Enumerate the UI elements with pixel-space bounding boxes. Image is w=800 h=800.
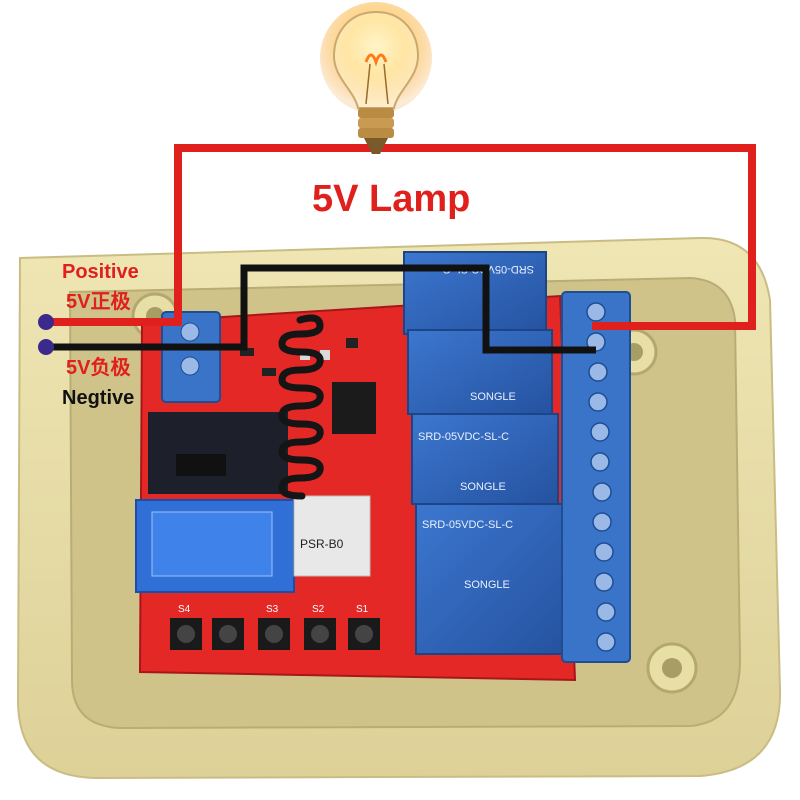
module-label: PSR-B0 bbox=[300, 537, 344, 551]
relay-1: SRD-05VDC-SL-C bbox=[403, 251, 547, 335]
svg-text:S2: S2 bbox=[312, 604, 325, 615]
output-terminal-strip bbox=[561, 291, 631, 663]
light-bulb-icon bbox=[320, 2, 432, 154]
relay-3: SRD-05VDC-SL-C SONGLE bbox=[411, 413, 559, 505]
button-row: S4 S3 S2 S1 bbox=[170, 604, 380, 650]
positive-label: Positive bbox=[62, 261, 139, 283]
button-s3: S3 bbox=[258, 604, 290, 650]
positive-terminal-dot bbox=[38, 314, 54, 330]
lamp-title: 5V Lamp bbox=[312, 178, 471, 220]
button-s3-left bbox=[212, 618, 244, 650]
svg-text:S3: S3 bbox=[266, 604, 279, 615]
svg-text:SONGLE: SONGLE bbox=[460, 481, 506, 493]
button-s4: S4 bbox=[170, 604, 202, 650]
svg-text:SONGLE: SONGLE bbox=[464, 579, 510, 591]
button-s2: S2 bbox=[304, 604, 336, 650]
svg-text:S4: S4 bbox=[178, 604, 191, 615]
svg-text:SRD-05VDC-SL-C: SRD-05VDC-SL-C bbox=[422, 519, 513, 531]
positive-sub-label: 5V正极 bbox=[66, 291, 131, 313]
negative-terminal-dot bbox=[38, 339, 54, 355]
svg-text:SONGLE: SONGLE bbox=[470, 391, 516, 403]
negative-sub-label: 5V负极 bbox=[66, 357, 131, 379]
negative-wire bbox=[46, 264, 596, 354]
svg-text:S1: S1 bbox=[356, 604, 369, 615]
negative-label: Negtive bbox=[62, 387, 135, 409]
ic-chip bbox=[332, 382, 376, 434]
positive-wire bbox=[46, 144, 756, 330]
spring-antenna bbox=[278, 314, 324, 500]
button-s1: S1 bbox=[348, 604, 380, 650]
relay-2: SONGLE bbox=[407, 329, 553, 415]
svg-text:SRD-05VDC-SL-C: SRD-05VDC-SL-C bbox=[418, 431, 509, 443]
relay-bank: SRD-05VDC-SL-C SONGLE SRD-05VDC-SL-C SON… bbox=[403, 251, 567, 655]
relay-4: SRD-05VDC-SL-C SONGLE bbox=[415, 503, 567, 655]
receiver-module: PSR-B0 bbox=[135, 412, 371, 593]
power-terminal bbox=[161, 311, 221, 403]
